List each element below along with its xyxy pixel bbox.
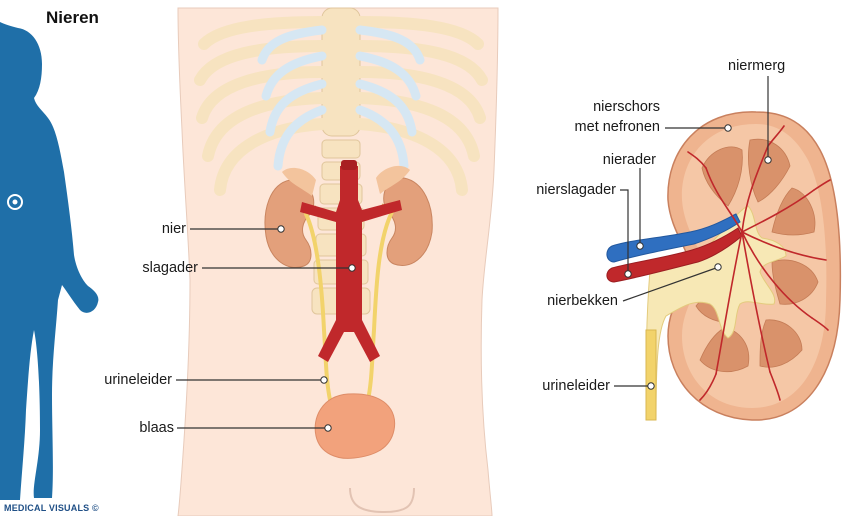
label-nierschors-line1: nierschors: [540, 99, 660, 115]
label-urineleider-body: urineleider: [72, 372, 172, 388]
label-nier: nier: [148, 221, 186, 237]
label-nierbekken: nierbekken: [516, 293, 618, 309]
human-silhouette-icon: [0, 22, 98, 500]
credit-text: MEDICAL VISUALS ©: [4, 503, 99, 513]
label-urineleider-kidney: urineleider: [508, 378, 610, 394]
diagram-title: Nieren: [46, 8, 99, 28]
label-nierader: nierader: [560, 152, 656, 168]
label-slagader: slagader: [110, 260, 198, 276]
label-blaas: blaas: [124, 420, 174, 436]
label-nierschors-line2: met nefronen: [540, 119, 660, 135]
label-nierslagader: nierslagader: [500, 182, 616, 198]
label-niermerg: niermerg: [728, 58, 785, 74]
